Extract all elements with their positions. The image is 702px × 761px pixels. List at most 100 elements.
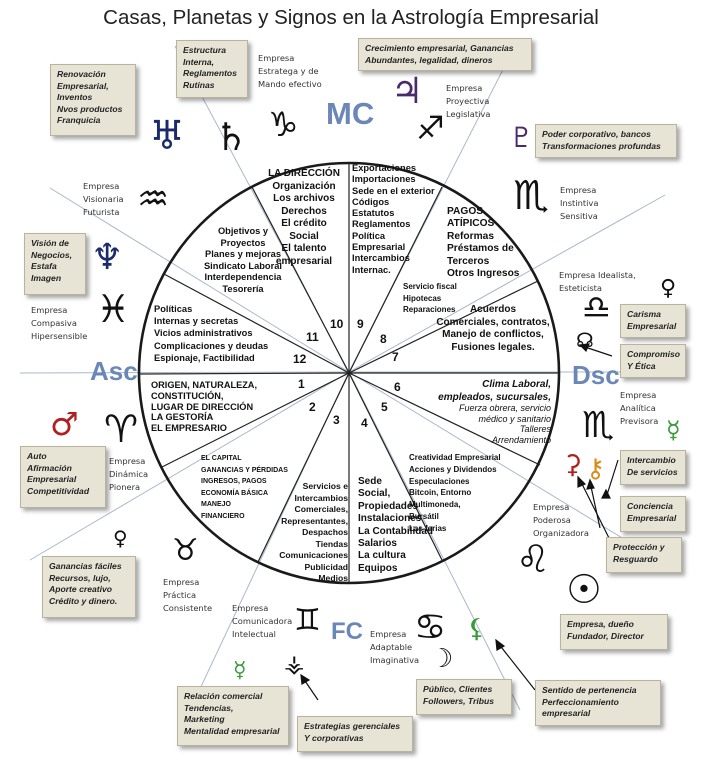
house-3-number: 3 (333, 413, 340, 427)
company-aquarius: Empresa Visionaria Futurista (83, 181, 124, 217)
company-scorpio: Empresa Instintiva Sensitiva (560, 185, 599, 221)
company-taurus: Empresa Práctica Consistente (163, 577, 213, 613)
house-7-number: 7 (392, 350, 399, 364)
company-libra: Empresa Idealista, Esteticista (559, 270, 636, 293)
note-saturn: Estructura Interna, Reglamentos Rutinas (176, 40, 248, 98)
note-mercury-gemini: Relación comercial Tendencias, Marketing… (177, 686, 289, 746)
house-cusp (348, 280, 539, 374)
mercury-virgo-icon: ☿ (666, 416, 681, 444)
note-lilith: Sentido de pertenencia Perfeccionamiento… (535, 680, 661, 726)
house-2-number: 2 (309, 400, 316, 414)
house-cusp (348, 372, 541, 466)
spoke-line (49, 187, 350, 373)
aquarius-icon: ♒ (137, 179, 170, 220)
scorpio-icon: ♏ (513, 173, 549, 219)
house-5-text: Creatividad Empresarial Acciones y Divid… (409, 453, 501, 533)
uranus-icon: ♅ (149, 113, 185, 159)
lilith-icon: ⚸ (467, 614, 487, 644)
jupiter-icon: ♃ (391, 71, 424, 112)
note-jupiter: Crecimiento empresarial, Ganancias Abund… (358, 38, 532, 71)
house-8-text: PAGOS ATÍPICOS Reformas Préstamos de Ter… (447, 206, 520, 280)
note-mars: Auto Afirmación Empresarial Competitivid… (20, 446, 106, 508)
note-uranus: Renovación Empresarial, Inventos Nvos pr… (50, 64, 136, 136)
note-vesta: Estrategias gerenciales Y corporativas (297, 716, 413, 752)
vesta-icon: ⚶ (284, 650, 305, 678)
venus-taurus-icon: ♀ (113, 526, 128, 550)
mars-icon: ♂ (50, 405, 79, 443)
pointer-arrow (589, 481, 601, 529)
moon-icon: ☽ (430, 644, 454, 674)
pisces-icon: ♓ (96, 287, 131, 331)
arrow-head (586, 478, 595, 490)
house-6-number: 6 (394, 380, 401, 394)
saturn-icon: ♄ (214, 115, 249, 159)
venus-libra-icon: ♀ (660, 276, 677, 301)
fc-label: FC (331, 618, 363, 645)
taurus-icon: ♉ (172, 533, 199, 568)
mc-label: MC (326, 96, 375, 131)
spoke-line (348, 194, 666, 373)
note-ceres: Protección y Resguardo (606, 537, 682, 573)
ceres-icon: ⚳ (563, 450, 583, 480)
house-9-number: 9 (357, 317, 364, 331)
company-virgo: Empresa Analítica Previsora (620, 390, 659, 426)
house-9-text: Exportaciones Importaciones Sede en el e… (352, 163, 435, 275)
house-cusp (161, 372, 350, 468)
house-cusp (138, 372, 350, 375)
company-cancer: Empresa Adaptable Imaginativa (370, 629, 420, 665)
house-7-text: Acuerdos Comerciales, contratos, Manejo … (436, 304, 550, 353)
house-8-subtext: Servicio fiscal Hipotecas Reparaciones (403, 282, 457, 314)
pluto-icon: ♇ (509, 121, 535, 154)
leo-icon: ♌ (516, 537, 551, 581)
house-8-number: 8 (380, 332, 387, 346)
company-leo: Empresa Poderosa Organizadora (533, 502, 589, 538)
house-2-text: EL CAPITAL GANANCIAS Y PÉRDIDAS INGRESOS… (201, 455, 288, 520)
house-1-text: ORIGEN, NATURALEZA, CONSTITUCIÓN, LUGAR … (151, 380, 257, 434)
gemini-icon: ♊ (294, 603, 321, 638)
house-6-text: Clima Laboral, empleados, sucursales, (438, 379, 551, 403)
pointer-arrow (605, 459, 619, 499)
house-12-text: Políticas Internas y secretas Vicios adm… (154, 304, 269, 363)
company-gemini: Empresa Comunicadora Intelectual (232, 603, 293, 639)
note-chiron: Conciencia Empresarial (620, 496, 686, 532)
company-pisces: Empresa Compasiva Hipersensible (31, 305, 88, 341)
house-cusp (163, 273, 350, 374)
house-3-text: Servicios e Intercambios Comerciales, Re… (279, 481, 348, 583)
pointer-arrow (579, 479, 613, 545)
asc-label: Asc (90, 356, 138, 386)
capricorn-icon: ♑ (268, 105, 299, 145)
note-pluto: Poder corporativo, bancos Transformacion… (535, 124, 677, 158)
house-11-text: Objetivos y Proyectos Planes y mejoras S… (203, 226, 282, 294)
company-sagittarius: Empresa Proyectiva Legislativa (446, 83, 491, 119)
house-cusp (257, 372, 350, 563)
house-cusp (348, 186, 443, 374)
house-10-number: 10 (330, 317, 344, 331)
house-10-text: LA DIRECCIÓN Organización Los archivos D… (268, 168, 340, 267)
spoke-line (348, 371, 521, 711)
cancer-icon: ♋ (414, 607, 447, 648)
pointer-arrow (497, 642, 536, 691)
house-11-number: 11 (306, 330, 319, 344)
arrow-head (300, 673, 311, 685)
note-venus-taurus: Ganancias fáciles Recursos, lujo, Aporte… (42, 556, 136, 618)
mercury-gemini-icon: ☿ (233, 658, 247, 683)
page-title: Casas, Planetas y Signos en la Astrologí… (103, 6, 599, 29)
note-sun: Empresa, dueño Fundador, Director (560, 614, 668, 650)
company-aries: Empresa Dinámica Pionera (109, 456, 149, 492)
note-moon: Público, Clientes Followers, Tribus (416, 679, 512, 715)
note-mercury-virgo: Intercambio De servicios (620, 450, 686, 485)
note-venus-libra: Carisma Empresarial (620, 304, 686, 338)
sagittarius-icon: ♐ (416, 109, 445, 147)
spoke-line (19, 371, 350, 374)
company-capricorn: Empresa Estratega y de Mando efectivo (258, 53, 322, 89)
virgo-icon: ♏ (582, 405, 615, 446)
house-6-subtext: Fuerza obrera, servicio médico y sanitar… (458, 403, 551, 445)
aries-icon: ♈ (104, 407, 139, 451)
chiron-icon: ⚷ (586, 454, 606, 484)
house-cusp (348, 372, 444, 563)
dsc-label: Dsc (572, 360, 620, 390)
house-4-text: Sede Social, Propiedades Instalaciones L… (358, 476, 433, 574)
note-node: Compromiso Y Ética (620, 344, 686, 378)
house-4-number: 4 (361, 416, 368, 430)
